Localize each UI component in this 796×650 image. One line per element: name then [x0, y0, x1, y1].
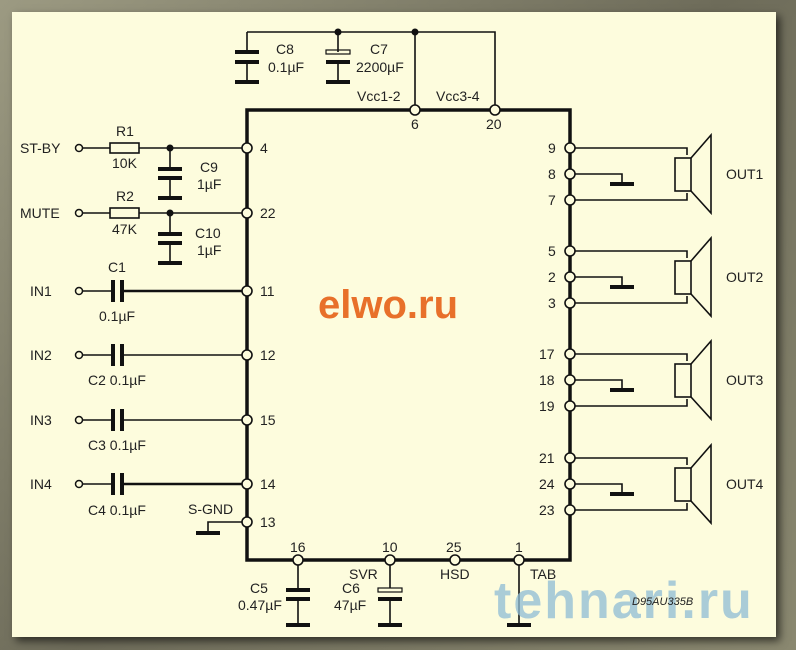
in4-label: IN4 — [30, 476, 52, 492]
ic-pins — [241, 104, 576, 566]
ic-body — [245, 108, 572, 562]
speaker-icon — [674, 260, 692, 295]
speaker-2 — [570, 235, 712, 319]
c5-label: C5 — [250, 580, 268, 596]
c6-value: 47µF — [334, 597, 366, 613]
c6-label: C6 — [342, 580, 360, 596]
speaker-3 — [570, 338, 712, 422]
output-wiring — [570, 132, 712, 526]
c9-label: C9 — [200, 159, 218, 175]
pin-10: 10 — [382, 539, 398, 555]
mute-network — [83, 207, 247, 265]
r1-label: R1 — [116, 123, 134, 139]
speaker-1 — [570, 132, 712, 216]
svr-label: SVR — [349, 566, 378, 582]
pin-14: 14 — [260, 476, 276, 492]
pin-6: 6 — [411, 116, 419, 132]
pin-4: 4 — [260, 140, 268, 156]
pin-12: 12 — [260, 347, 276, 363]
pin-23: 23 — [539, 502, 555, 518]
pin-2: 2 — [548, 269, 556, 285]
pin-15: 15 — [260, 412, 276, 428]
c9-value: 1µF — [197, 176, 221, 192]
pin-20: 20 — [486, 116, 502, 132]
watermark-elwo: elwo.ru — [318, 283, 458, 327]
pin-25: 25 — [446, 539, 462, 555]
c4-label: C4 0.1µF — [88, 502, 146, 518]
r2-value: 47K — [112, 221, 138, 237]
pin-11: 11 — [260, 283, 275, 299]
out3-label: OUT3 — [726, 372, 764, 388]
c10-label: C10 — [195, 225, 221, 241]
c2-label: C2 0.1µF — [88, 372, 146, 388]
pin-13: 13 — [260, 514, 276, 530]
out1-label: OUT1 — [726, 166, 764, 182]
pin-18: 18 — [539, 372, 555, 388]
c8-value: 0.1µF — [268, 59, 304, 75]
junction-dots — [166, 28, 419, 217]
in1-label: IN1 — [30, 283, 52, 299]
c7-label: C7 — [370, 41, 388, 57]
pin-7: 7 — [548, 192, 556, 208]
c1-value: 0.1µF — [99, 308, 135, 324]
out4-label: OUT4 — [726, 476, 764, 492]
in2-label: IN2 — [30, 347, 52, 363]
in3-label: IN3 — [30, 412, 52, 428]
c8-capacitor — [235, 50, 259, 84]
pin-8: 8 — [548, 166, 556, 182]
figure-ref: D95AU335B — [632, 596, 693, 608]
pin-5: 5 — [548, 243, 556, 259]
c7-value: 2200µF — [356, 59, 404, 75]
speaker-icon — [674, 363, 692, 398]
speaker-icon — [674, 467, 692, 502]
schematic-panel — [12, 12, 776, 637]
pin-16: 16 — [290, 539, 306, 555]
c3-label: C3 0.1µF — [88, 437, 146, 453]
pin-21: 21 — [539, 450, 555, 466]
pin-9: 9 — [548, 140, 556, 156]
stby-label: ST-BY — [20, 140, 61, 156]
c1-label: C1 — [108, 259, 126, 275]
c5-value: 0.47µF — [238, 597, 282, 613]
vcc12-label: Vcc1-2 — [357, 88, 401, 104]
pin-19: 19 — [539, 398, 555, 414]
speaker-icon — [674, 157, 692, 192]
watermark-tehnari: tehnari.ru — [494, 572, 754, 630]
r2-label: R2 — [116, 188, 134, 204]
vcc34-label: Vcc3-4 — [436, 88, 480, 104]
pin-3: 3 — [548, 295, 556, 311]
c7-capacitor — [325, 49, 351, 84]
terminals — [74, 143, 84, 489]
stby-network — [83, 142, 247, 200]
out2-label: OUT2 — [726, 269, 764, 285]
c10-value: 1µF — [197, 242, 221, 258]
c8-label: C8 — [276, 41, 294, 57]
pin-1: 1 — [515, 539, 523, 555]
r1-value: 10K — [112, 155, 138, 171]
input-lines — [83, 280, 247, 495]
mute-label: MUTE — [20, 205, 60, 221]
pin-17: 17 — [539, 346, 555, 362]
pin-24: 24 — [539, 476, 555, 492]
speaker-4 — [570, 442, 712, 526]
pin-22: 22 — [260, 205, 276, 221]
hsd-label: HSD — [440, 566, 470, 582]
sgnd-ground — [196, 521, 247, 535]
tab-label: TAB — [530, 566, 556, 582]
sgnd-label: S-GND — [188, 501, 233, 517]
